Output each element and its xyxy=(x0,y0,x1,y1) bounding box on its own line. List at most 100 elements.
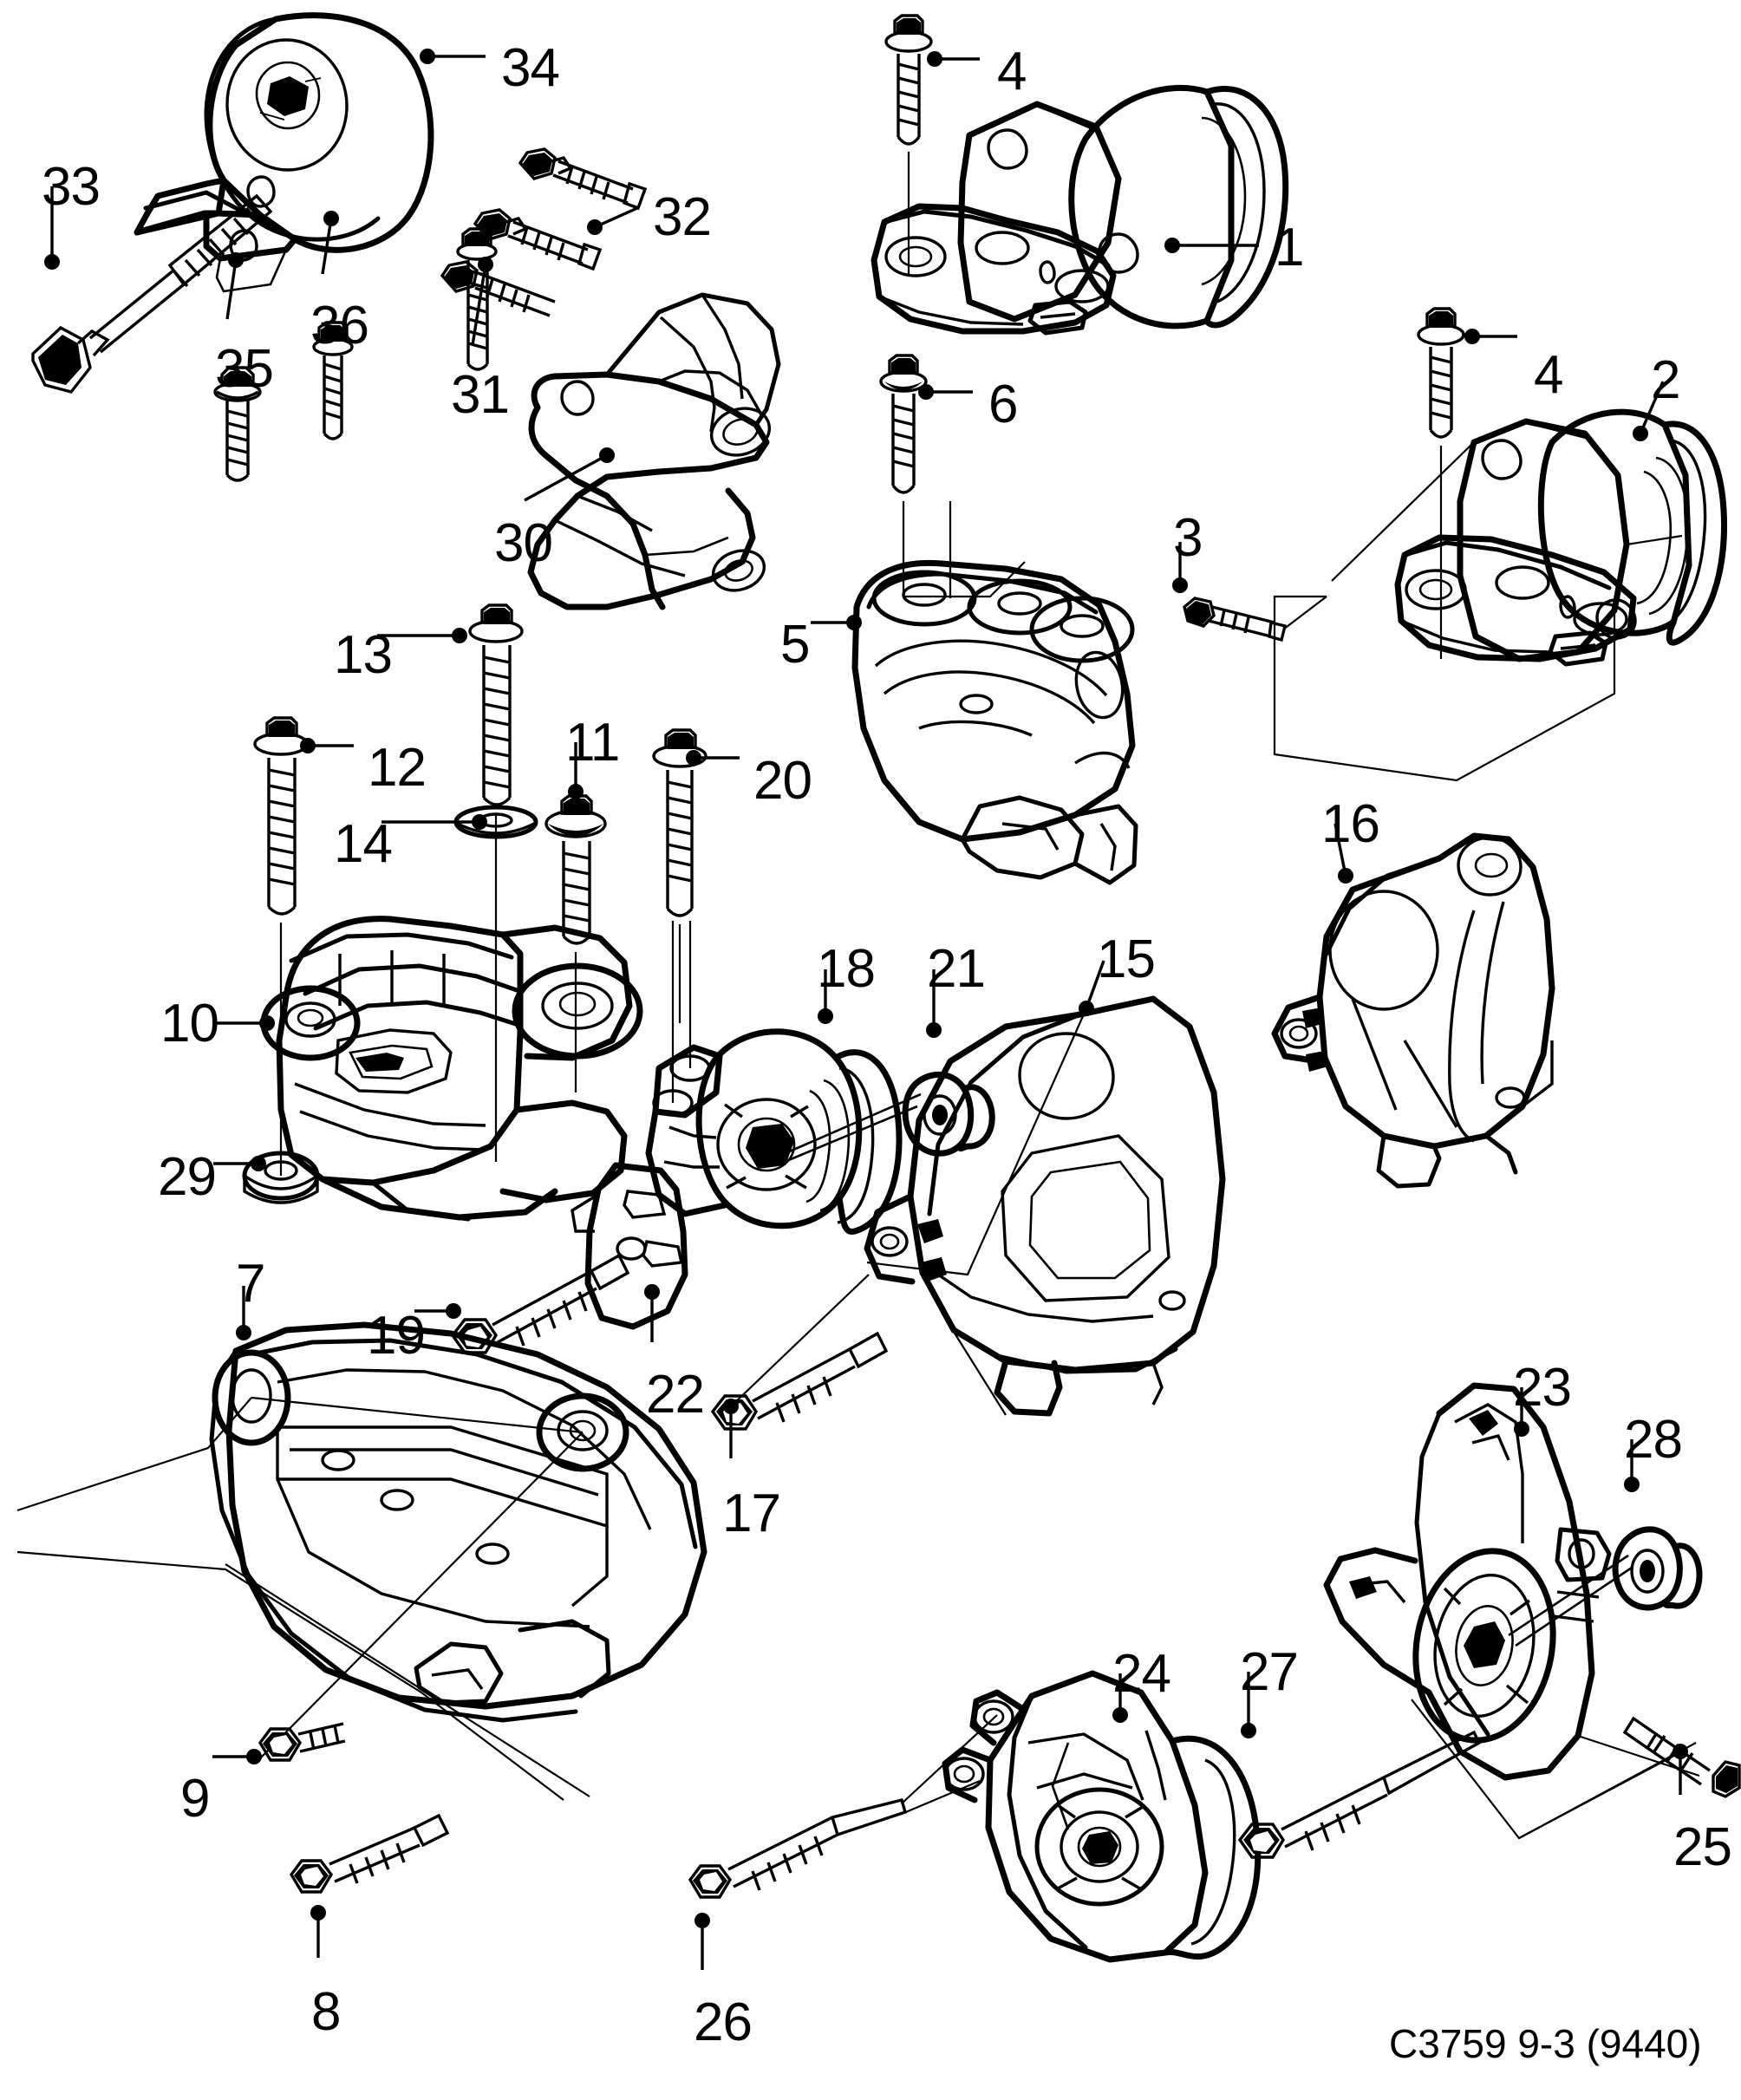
callout-9-bolt-9[interactable]: 9 xyxy=(180,1769,210,1829)
callout-13-bolt-13[interactable]: 13 xyxy=(334,625,393,685)
leader-dot-12 xyxy=(300,738,316,753)
callout-35-bolt-35[interactable]: 35 xyxy=(215,339,274,399)
leader-dot-11 xyxy=(568,784,584,799)
callout-19-bolt-19[interactable]: 19 xyxy=(367,1306,426,1366)
leader-dot-30 xyxy=(599,447,615,463)
leader-line-15 xyxy=(1085,960,1105,1009)
leader-dot-16 xyxy=(1338,868,1353,884)
callout-33-bolt-33[interactable]: 33 xyxy=(42,157,101,217)
leader-dot-20 xyxy=(686,750,701,766)
part-12-bolt xyxy=(253,716,309,1176)
leader-dot-23 xyxy=(1514,1421,1529,1437)
leader-dot-32 xyxy=(587,219,603,235)
leader-dot-8 xyxy=(310,1905,326,1921)
leader-line-36 xyxy=(321,218,333,275)
leader-dot-19 xyxy=(446,1303,461,1319)
part-1-engine-mount xyxy=(870,84,1289,336)
callout-25-bolt-25[interactable]: 25 xyxy=(1673,1817,1732,1877)
leader-dot-10 xyxy=(259,1015,275,1031)
part-28-bushing xyxy=(1612,1526,1703,1611)
callout-27-bolt-27[interactable]: 27 xyxy=(1240,1642,1299,1702)
leader-dot-31 xyxy=(478,257,493,272)
callout-26-bolt-26[interactable]: 26 xyxy=(694,1992,753,2052)
callout-18-torque-rod-mount[interactable]: 18 xyxy=(817,939,876,999)
callout-28-bushing-28[interactable]: 28 xyxy=(1624,1410,1683,1470)
leader-dot-25 xyxy=(1673,1744,1688,1759)
leader-dot-35 xyxy=(228,252,244,268)
part-8-bolt xyxy=(289,1813,450,1894)
leader-dot-27 xyxy=(1241,1723,1256,1738)
leader-dot-13 xyxy=(452,628,467,643)
leader-line-30 xyxy=(524,453,608,502)
part-5-mount-bracket xyxy=(851,559,1138,885)
leader-dot-21 xyxy=(926,1022,942,1038)
part-10-gearbox-mount xyxy=(260,916,643,1222)
leader-dot-17 xyxy=(723,1399,739,1414)
leader-dot-33 xyxy=(44,254,60,270)
part-31-bolt xyxy=(456,227,498,371)
leader-dot-26 xyxy=(694,1913,710,1928)
callout-29-washer-29[interactable]: 29 xyxy=(158,1147,217,1207)
drawing-caption: C3759 9-3 (9440) xyxy=(1389,2021,1702,2066)
callout-11-bolt-11[interactable]: 11 xyxy=(565,713,620,773)
leader-dot-4 xyxy=(1464,329,1480,344)
leader-dot-14 xyxy=(472,814,487,830)
part-30-engine-bracket xyxy=(527,292,781,610)
leader-dot-18 xyxy=(818,1008,833,1024)
part-20-bolt xyxy=(652,728,707,1023)
leader-line-35 xyxy=(225,259,238,320)
leader-dot-36 xyxy=(323,211,339,226)
callout-1-engine-mount-right[interactable]: 1 xyxy=(1275,218,1304,277)
callout-22-heat-shield-22[interactable]: 22 xyxy=(646,1365,705,1425)
callout-30-engine-bracket-30[interactable]: 30 xyxy=(494,513,553,573)
leader-line-16 xyxy=(1333,823,1347,877)
callout-2-engine-mount-rear[interactable]: 2 xyxy=(1651,350,1680,410)
leader-dot-22 xyxy=(644,1284,660,1300)
part-29-washer xyxy=(242,1151,320,1204)
callout-12-bolt-12[interactable]: 12 xyxy=(368,738,427,798)
callout-14-washer-14[interactable]: 14 xyxy=(334,814,393,874)
callout-3-bolt-3[interactable]: 3 xyxy=(1173,508,1203,568)
part-35-bolt xyxy=(213,366,262,482)
leader-dot-5 xyxy=(846,615,862,630)
part-18-torque-rod-mount xyxy=(645,921,922,1235)
leader-dot-2 xyxy=(1633,426,1648,441)
part-33-bolt xyxy=(31,193,273,394)
part-2-engine-mount xyxy=(1273,408,1727,782)
callout-17-bolt-17[interactable]: 17 xyxy=(722,1484,781,1543)
leader-dot-1 xyxy=(1164,238,1180,253)
callout-21-bushing-21[interactable]: 21 xyxy=(927,939,986,999)
part-24-torque-rod-mount xyxy=(901,1670,1262,1963)
leader-dot-24 xyxy=(1112,1707,1128,1723)
leader-dot-7 xyxy=(236,1325,251,1340)
part-27-bolt xyxy=(1237,1730,1482,1859)
leader-line-31 xyxy=(471,264,487,346)
callout-4-bolt-4-upper[interactable]: 4 xyxy=(997,42,1027,101)
callout-23-torque-rod-bracket[interactable]: 23 xyxy=(1513,1358,1572,1418)
part-7-rear-bracket xyxy=(16,1321,707,1801)
leader-dot-34 xyxy=(420,49,435,64)
callout-7-rear-mount-bracket[interactable]: 7 xyxy=(236,1254,265,1314)
leader-dot-15 xyxy=(1079,1001,1094,1016)
callout-20-bolt-20[interactable]: 20 xyxy=(753,751,812,811)
callout-31-bolt-31[interactable]: 31 xyxy=(451,365,510,425)
callout-36-bolt-36[interactable]: 36 xyxy=(310,296,369,355)
callout-8-bolt-8[interactable]: 8 xyxy=(311,1982,341,2042)
callout-24-torque-rod-mount-24[interactable]: 24 xyxy=(1112,1644,1171,1704)
callout-6-bolt-6[interactable]: 6 xyxy=(988,375,1018,434)
callout-leader-lines xyxy=(44,49,1688,1970)
leader-dot-29 xyxy=(251,1156,266,1171)
leader-dot-9 xyxy=(246,1749,262,1764)
leader-dot-6 xyxy=(918,384,934,400)
callout-4-bolt-4-lower[interactable]: 4 xyxy=(1534,345,1563,405)
part-4-bolt-lower xyxy=(1417,307,1465,598)
callout-10-gearbox-mount-assembly[interactable]: 10 xyxy=(160,994,219,1053)
part-13-bolt xyxy=(468,603,524,1162)
callout-32-bolt-32[interactable]: 32 xyxy=(653,187,712,247)
callout-5-gearbox-mount-bracket[interactable]: 5 xyxy=(780,615,810,675)
callout-15-gearbox-support-bracket[interactable]: 15 xyxy=(1097,929,1156,989)
callout-16-engine-bracket-16[interactable]: 16 xyxy=(1321,794,1380,854)
callout-34-engine-mount-damper[interactable]: 34 xyxy=(501,38,560,98)
